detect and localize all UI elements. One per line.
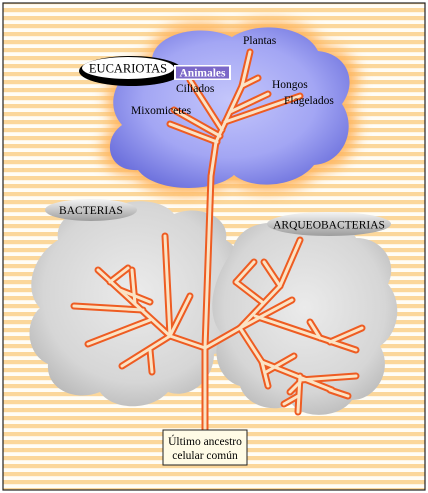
branch-core-33: [298, 374, 358, 382]
branch-core-5: [240, 76, 260, 88]
branch-core-29: [260, 360, 270, 388]
branch-core-7: [223, 94, 302, 124]
phylogenetic-tree: [70, 48, 366, 434]
arqueobacterias-pill: ARQUEOBACTERIAS: [267, 212, 391, 236]
branch-core-26: [234, 280, 264, 304]
branch-core-25: [262, 260, 282, 288]
branch-core-2: [209, 140, 218, 178]
bacterias-pill: BACTERIAS: [45, 199, 137, 221]
branch-core-3: [214, 84, 244, 144]
branch-core-28: [238, 326, 264, 364]
branch-core-27: [238, 298, 294, 330]
branch-core-21: [108, 266, 130, 284]
flagelados-label: Flagelados: [284, 95, 334, 107]
plantas-label: Plantas: [243, 35, 277, 47]
bacterias-label: BACTERIAS: [59, 205, 123, 217]
animales-label: Animales: [180, 68, 227, 80]
branch-core-13: [168, 294, 192, 338]
branch-core-4: [240, 50, 252, 88]
arqueobacterias-label: ARQUEOBACTERIAS: [273, 220, 385, 232]
branch-core-19: [148, 348, 154, 374]
branch-core-17: [86, 318, 152, 346]
common-ancestor-box: Último ancestro celular común: [162, 429, 248, 466]
branch-core-32: [282, 394, 300, 406]
mixomicetes-label: Mixomicetes: [131, 105, 192, 117]
branch-core-9: [172, 108, 222, 138]
branch-core-18: [120, 334, 172, 368]
branch-core-15: [72, 304, 145, 312]
branch-core-11: [168, 334, 207, 350]
branch-core-10: [168, 122, 219, 144]
root-label-line2: celular común: [172, 450, 238, 462]
branch-core-39: [328, 388, 350, 398]
branch-core-6: [228, 92, 270, 114]
branch-core-23: [238, 284, 282, 330]
archaea-cloud: [212, 219, 398, 415]
branch-core-14: [163, 234, 172, 338]
branch-core-20: [130, 268, 137, 306]
ciliados-label: Ciliados: [176, 83, 215, 95]
branch-core-1: [203, 174, 213, 350]
branch-core-8: [188, 78, 224, 132]
branch-core-40: [234, 260, 256, 284]
eucariotas-badge: EUCARIOTAS: [79, 56, 183, 86]
branch-core-22: [203, 326, 242, 350]
root-label-line1: Último ancestro: [168, 434, 242, 448]
branch-core-37: [264, 354, 296, 374]
animales-badge: Animales: [174, 65, 231, 80]
branch-core-38: [288, 380, 302, 394]
branch-core-36: [328, 326, 364, 344]
branch-core-24: [278, 238, 302, 288]
eucariotas-label: EUCARIOTAS: [89, 62, 167, 76]
branch-core-34: [253, 314, 358, 352]
branch-core-35: [308, 320, 322, 340]
hongos-label: Hongos: [272, 79, 308, 91]
